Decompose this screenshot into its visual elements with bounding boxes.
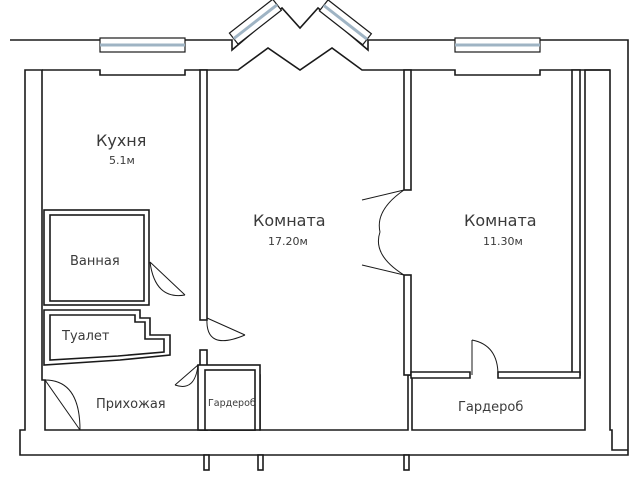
wardrobe-partition [410,371,581,379]
top-inner-wall [42,47,610,76]
bathroom-inner [49,214,145,302]
bottom-post-2 [257,454,264,471]
small-wardrobe-inner [204,369,256,431]
kitchen-name: Кухня [96,131,146,150]
toilet-name: Туалет [61,329,110,344]
door-room1-room2 [361,189,405,276]
bathroom-name: Ванная [70,254,120,269]
bottom-post-1 [203,454,210,471]
door-entrance [44,379,81,431]
window-kitchen [99,37,186,53]
toilet-inner [49,314,165,361]
room2-name: Комната [464,211,537,230]
window-room2 [454,37,541,53]
door-hallway-room1 [206,317,246,342]
door-wardrobe-room2 [471,339,499,376]
room1-name: Комната [253,211,326,230]
door-bathroom [149,261,186,297]
door-small-wardrobe [174,364,199,387]
room2-area: 11.30м [483,235,523,248]
bottom-post-3 [403,454,410,471]
wall-room1-room2-top [403,69,412,191]
window-bay-left [228,0,283,45]
wall-left-room1 [199,69,208,321]
room1-area: 17.20м [268,235,308,248]
window-bay-right [318,0,373,46]
small-wardrobe-name: Гардероб [208,398,256,409]
wall-room2-right [571,69,581,376]
wall-room1-room2-bottom [403,274,412,376]
large-wardrobe-name: Гардероб [458,400,523,415]
kitchen-area: 5.1м [109,154,135,167]
hallway-name: Прихожая [96,397,166,412]
